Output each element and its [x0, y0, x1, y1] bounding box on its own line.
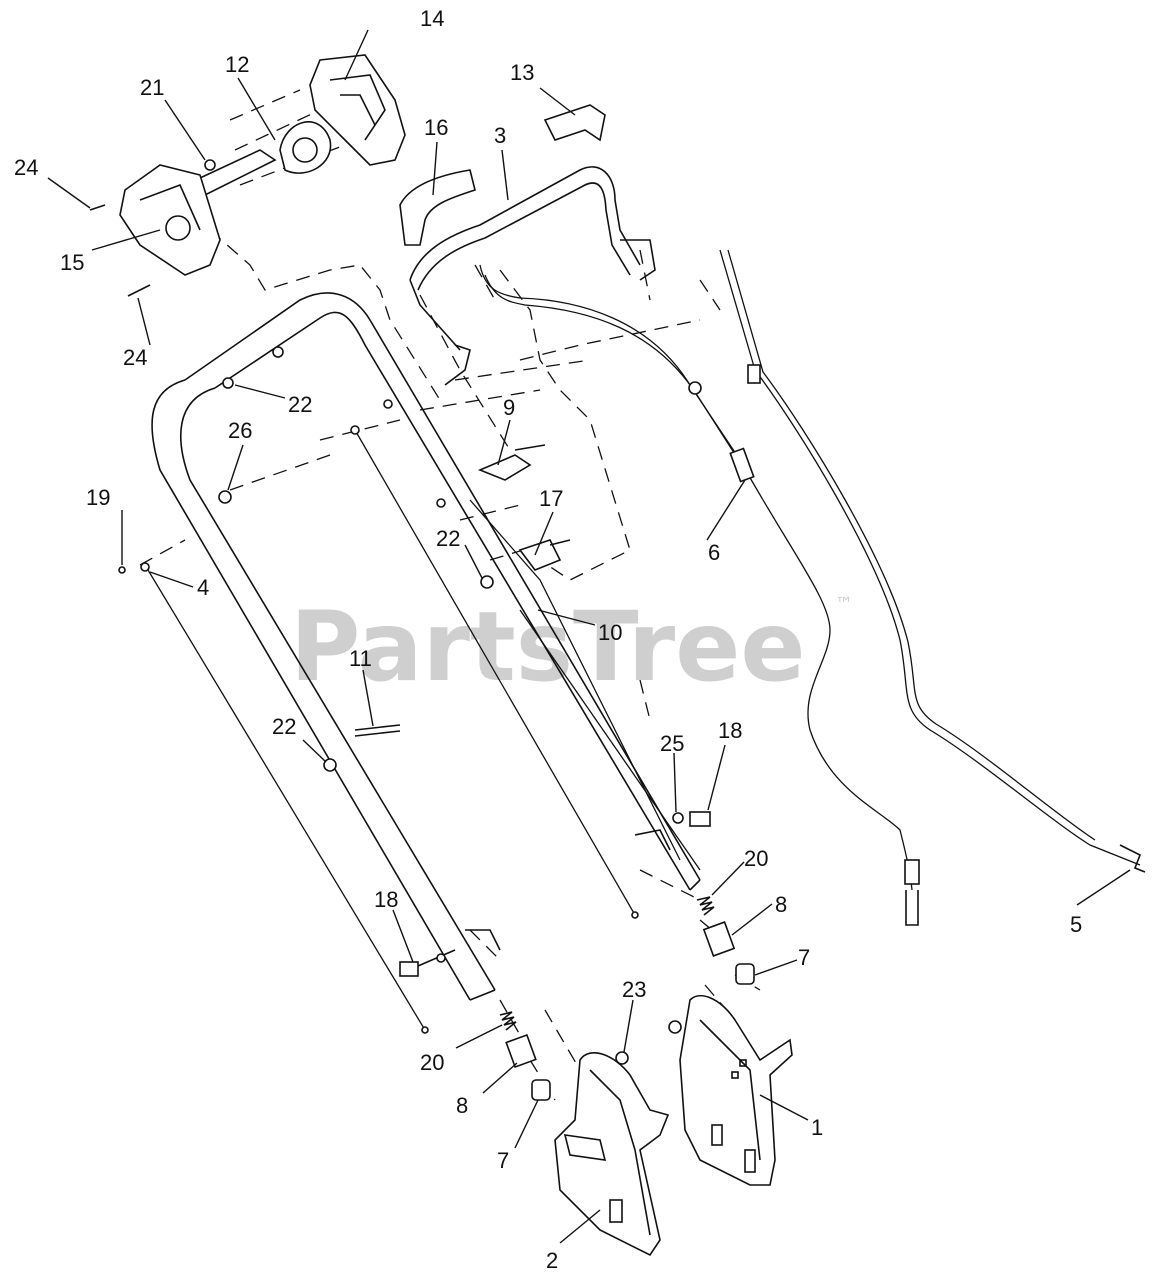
callout-16: 16 [424, 115, 448, 140]
callout-13: 11 [349, 646, 372, 671]
grip-item-16 [399, 169, 476, 246]
paddle-item-11 [183, 121, 332, 196]
cable-item-10-b [519, 609, 701, 871]
cable-item-6 [479, 264, 920, 926]
nut-item-23 [615, 1051, 629, 1065]
hardware [89, 159, 711, 1065]
callout-1: 1 [811, 1115, 823, 1140]
rod-end [350, 425, 360, 435]
washer [383, 399, 393, 409]
nut-item-22 [272, 346, 284, 358]
callout-8: 8 [775, 892, 787, 917]
screw-item-24 [127, 284, 151, 297]
rod-end [421, 1026, 429, 1034]
cable-fitting [747, 364, 761, 384]
callout-8-b: 8 [456, 1093, 468, 1118]
callout-22-b: 22 [436, 526, 460, 551]
watermark-tm: ™ [835, 594, 853, 615]
pin-item-13 [354, 724, 401, 731]
callout-19: 19 [86, 485, 110, 510]
grip-item-12 [543, 104, 606, 142]
callout-9: 9 [503, 395, 515, 420]
housing-item-15 [119, 164, 221, 276]
callout-18: 18 [718, 718, 742, 743]
cable-ferrule [688, 381, 702, 395]
rod-item-4 [144, 564, 426, 1031]
rod-end [140, 562, 150, 572]
callout-6: 6 [708, 540, 720, 565]
callout-4: 4 [197, 575, 209, 600]
callout-2: 2 [546, 1248, 558, 1273]
callout-18-b: 18 [374, 887, 398, 912]
bracket-item-2 [554, 1051, 670, 1257]
callout-24: 24 [14, 155, 38, 180]
rod-end [631, 911, 639, 919]
cable-end-fitting [904, 859, 920, 885]
nut-item-22 [222, 377, 234, 389]
callout-17: 17 [539, 486, 563, 511]
bracket-item-1 [679, 995, 793, 1186]
washer-item-25 [672, 812, 684, 824]
bushing-item-8 [505, 1033, 537, 1069]
nut-item-22 [323, 758, 337, 772]
callout-3: 3 [494, 123, 506, 148]
screw-item-19 [118, 566, 126, 574]
callout-24-b: 24 [123, 345, 147, 370]
control-cover-item-14 [309, 54, 406, 166]
callout-25: 25 [660, 731, 684, 756]
callout-10: 10 [598, 620, 622, 645]
leader-lines [47, 29, 1131, 1244]
screw-item-24 [89, 204, 106, 211]
cable-item-5 [719, 249, 1146, 873]
callout-20-b: 20 [420, 1050, 444, 1075]
cable-item-10 [469, 499, 681, 861]
pin-item-21 [204, 159, 216, 171]
callout-15: 15 [60, 250, 84, 275]
watermark: PartsTree [290, 591, 805, 703]
spring-item-20 [696, 896, 715, 916]
callout-22: 22 [288, 392, 312, 417]
callout-26: 26 [228, 418, 252, 443]
bracket-item-9 [477, 454, 532, 481]
callout-14: 14 [420, 6, 444, 31]
nut-item-22 [480, 575, 494, 589]
bolt-item-18 [399, 961, 419, 977]
bolt-item-17 [549, 539, 571, 546]
nut [668, 1020, 682, 1034]
washer [436, 498, 446, 508]
nut-item-26 [218, 490, 232, 504]
callout-7-b: 7 [497, 1148, 509, 1173]
handle-tube [151, 292, 701, 1001]
callout-7: 7 [798, 945, 810, 970]
callout-labels: 14 12 21 13 16 3 24 15 24 22 26 9 17 22 … [14, 6, 1082, 1273]
callout-11: 12 [225, 52, 249, 77]
washer [436, 953, 446, 963]
bail-bar-item-3 [409, 166, 656, 386]
callout-12: 13 [510, 60, 534, 85]
pin-item-13-b [354, 730, 401, 737]
bolt-item-9 [514, 444, 546, 451]
bushing-item-8 [702, 921, 736, 957]
knob-item-7 [531, 1079, 551, 1101]
callout-22-c: 22 [272, 714, 296, 739]
rod-item-4-b [354, 429, 636, 916]
spring-item-20 [499, 1011, 517, 1031]
callout-23: 23 [622, 977, 646, 1002]
bolt-item-18 [689, 811, 711, 827]
callout-5: 5 [1070, 912, 1082, 937]
callout-21: 21 [140, 75, 164, 100]
callout-20: 20 [744, 846, 768, 871]
knob-item-7 [735, 963, 755, 985]
